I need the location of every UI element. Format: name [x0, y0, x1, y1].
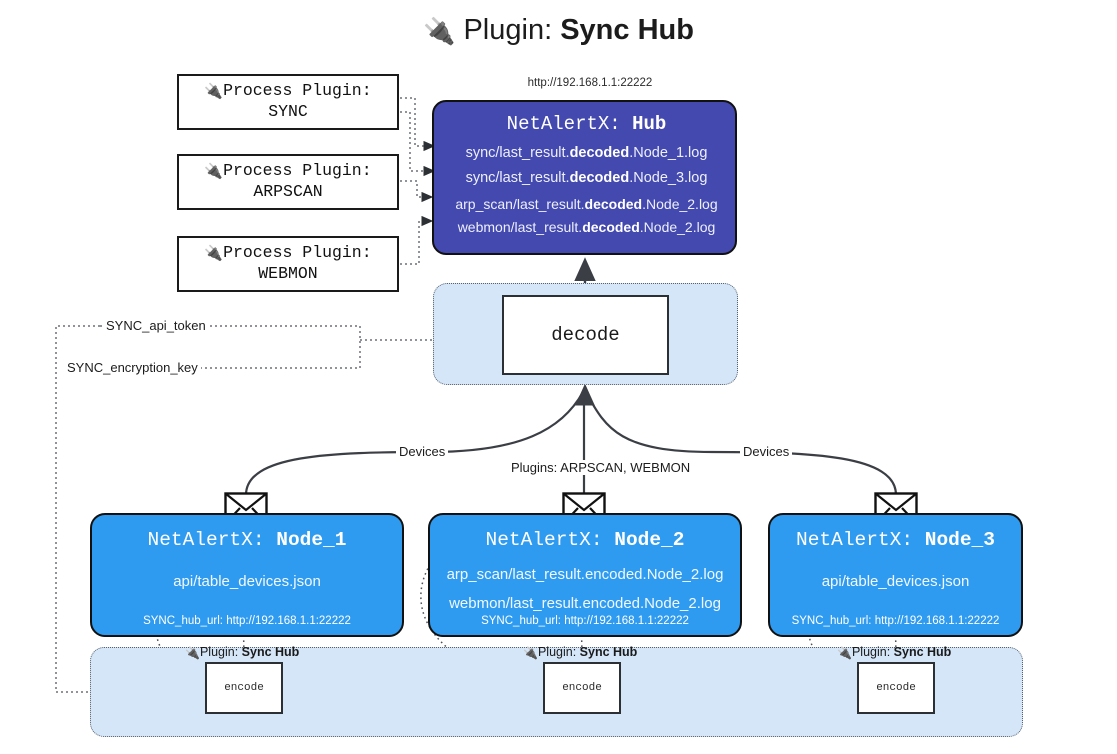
encode-box-node-1[interactable]: encode [205, 662, 283, 714]
encode-box-node-2[interactable]: encode [543, 662, 621, 714]
hub-title: NetAlertX: Hub [506, 113, 667, 135]
node-2-footer: SYNC_hub_url: http://192.168.1.1:22222 [481, 615, 689, 627]
hub-log-entry: arp_scan/last_result.decoded.Node_2.log [455, 196, 718, 212]
hub-log-entry: sync/last_result.decoded.Node_3.log [465, 170, 708, 186]
edge-label-devices-right: Devices [740, 444, 793, 459]
plug-icon: 🔌 [204, 163, 224, 181]
decode-box[interactable]: decode [502, 295, 669, 375]
node-2-line: arp_scan/last_result.encoded.Node_2.log [446, 566, 724, 583]
node-3-line: api/table_devices.json [821, 573, 970, 590]
node-3-title: NetAlertX: Node_3 [796, 529, 995, 551]
process-plugin-arpscan-line1: 🔌Process Plugin: [204, 161, 372, 181]
node-1-line: api/table_devices.json [173, 573, 321, 590]
node-3-footer: SYNC_hub_url: http://192.168.1.1:22222 [791, 615, 1000, 627]
plug-icon: 🔌 [837, 646, 852, 660]
node-3[interactable]: NetAlertX: Node_3 api/table_devices.json… [768, 513, 1023, 637]
hub-log-entry: sync/last_result.decoded.Node_1.log [465, 145, 708, 161]
node-1[interactable]: NetAlertX: Node_1 api/table_devices.json… [90, 513, 404, 637]
plug-icon: 🔌 [204, 245, 224, 263]
edge-label-devices-left: Devices [396, 444, 449, 459]
node-2[interactable]: NetAlertX: Node_2 arp_scan/last_result.e… [428, 513, 742, 637]
sync-hub-plugin-label: 🔌Plugin: Sync Hub [837, 645, 952, 660]
hub-url: http://192.168.1.1:22222 [527, 77, 653, 89]
plug-icon: 🔌 [204, 83, 224, 101]
node-1-footer: SYNC_hub_url: http://192.168.1.1:22222 [143, 615, 351, 627]
sync-hub-plugin-label: 🔌Plugin: Sync Hub [185, 645, 300, 660]
node-2-title: NetAlertX: Node_2 [485, 529, 685, 551]
encode-box-node-3[interactable]: encode [857, 662, 935, 714]
edge-label-api-token: SYNC_api_token [103, 318, 209, 333]
process-plugin-webmon-line1: 🔌Process Plugin: [204, 243, 372, 263]
process-plugin-arpscan-name: ARPSCAN [253, 182, 323, 202]
process-plugin-sync[interactable]: 🔌Process Plugin: SYNC [177, 74, 399, 130]
edge-label-plugins: Plugins: ARPSCAN, WEBMON [508, 460, 694, 475]
plug-icon: 🔌 [423, 16, 456, 46]
page-title: 🔌 Plugin: Sync Hub [0, 14, 1117, 47]
process-plugin-sync-line1: 🔌Process Plugin: [204, 81, 372, 101]
hub-node[interactable]: NetAlertX: Hub sync/last_result.decoded.… [432, 100, 737, 255]
node-1-title: NetAlertX: Node_1 [147, 529, 347, 551]
process-plugin-webmon-name: WEBMON [258, 264, 318, 284]
process-plugin-sync-name: SYNC [268, 102, 308, 122]
page-title-prefix: Plugin: [463, 14, 561, 46]
node-2-line: webmon/last_result.encoded.Node_2.log [449, 595, 721, 612]
page-title-name: Sync Hub [560, 14, 694, 46]
process-plugin-webmon[interactable]: 🔌Process Plugin: WEBMON [177, 236, 399, 292]
edge-label-encryption-key: SYNC_encryption_key [64, 360, 201, 375]
plug-icon: 🔌 [185, 646, 200, 660]
plug-icon: 🔌 [523, 646, 538, 660]
sync-hub-plugin-label: 🔌Plugin: Sync Hub [523, 645, 638, 660]
hub-log-entry: webmon/last_result.decoded.Node_2.log [457, 219, 716, 235]
process-plugin-arpscan[interactable]: 🔌Process Plugin: ARPSCAN [177, 154, 399, 210]
